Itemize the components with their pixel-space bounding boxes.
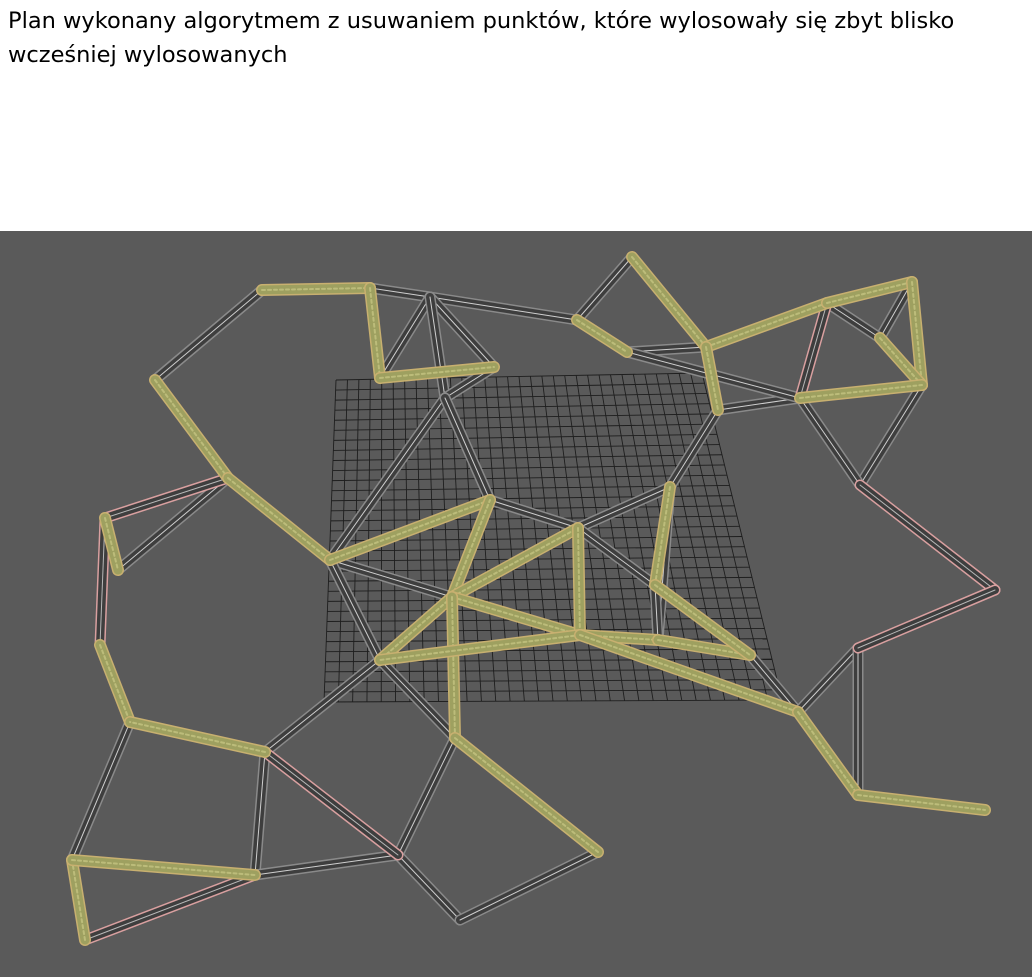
road-segment xyxy=(324,392,451,566)
road-segment xyxy=(449,732,604,858)
road-segment xyxy=(794,379,928,404)
road-segment xyxy=(66,854,91,946)
road-segment xyxy=(649,579,664,646)
road-segment xyxy=(626,251,712,353)
road-network-render xyxy=(66,251,1001,946)
road-segment xyxy=(664,404,724,493)
road-segment xyxy=(571,314,633,358)
road-segment xyxy=(124,716,271,758)
road-segment xyxy=(259,654,386,758)
road-segment xyxy=(906,276,928,391)
road-segment xyxy=(446,591,586,641)
road-segment xyxy=(364,282,386,384)
road-segment xyxy=(324,554,386,666)
road-segment xyxy=(821,297,886,344)
road-segment xyxy=(852,584,1001,654)
road-segment xyxy=(66,716,136,866)
road-segment xyxy=(574,629,804,718)
road-segment xyxy=(700,297,833,353)
road-segment xyxy=(259,746,404,861)
road-segment xyxy=(99,472,234,524)
road-segment xyxy=(374,629,586,666)
road-segment xyxy=(571,251,638,326)
road-segment xyxy=(424,291,583,326)
grid-line xyxy=(328,587,755,592)
road-segment xyxy=(374,361,500,384)
road-segment xyxy=(94,639,136,728)
road-segment xyxy=(374,654,461,744)
grid-line xyxy=(587,375,640,701)
road-segment xyxy=(852,789,991,816)
road-segment xyxy=(424,291,500,373)
road-segment xyxy=(446,494,496,603)
road-segment xyxy=(392,732,461,861)
road-segment xyxy=(364,282,436,303)
road-segment xyxy=(374,591,458,666)
3d-viewport[interactable] xyxy=(0,231,1032,977)
road-segment xyxy=(484,494,584,534)
road-segment xyxy=(652,634,756,661)
road-segment xyxy=(794,392,866,491)
road-segment xyxy=(572,522,661,591)
road-segment xyxy=(854,379,928,491)
road-segment xyxy=(446,591,461,744)
grid-line xyxy=(323,699,783,703)
road-segment xyxy=(794,297,833,404)
road-segment xyxy=(392,849,466,926)
road-segment xyxy=(324,554,458,603)
road-segment xyxy=(792,642,864,718)
grid-line xyxy=(327,597,758,602)
road-segment xyxy=(821,276,918,309)
road-segment xyxy=(744,649,804,718)
grid-line xyxy=(610,374,668,701)
road-segment xyxy=(649,579,756,661)
document-paragraph: Plan wykonany algorytmem z usuwaniem pun… xyxy=(8,8,955,68)
road-segment xyxy=(424,291,451,404)
road-segment xyxy=(700,341,724,416)
grid-line xyxy=(325,668,775,673)
road-segment xyxy=(249,849,404,881)
road-segment xyxy=(792,706,864,801)
grid-line xyxy=(329,556,748,562)
grid-line xyxy=(701,372,783,701)
road-segment xyxy=(374,291,436,384)
grid-line xyxy=(324,689,780,693)
road-segment xyxy=(572,481,676,534)
grid-line xyxy=(518,376,554,702)
road-segment xyxy=(324,494,496,566)
road-segment xyxy=(256,282,376,296)
road-segment xyxy=(149,374,234,484)
road-segment xyxy=(222,472,336,566)
road-segment xyxy=(249,746,271,881)
road-segment xyxy=(79,869,261,946)
road-segment xyxy=(439,392,496,506)
road-segment xyxy=(66,854,261,881)
road-segment xyxy=(454,846,604,926)
road-segment xyxy=(572,522,586,641)
grid-line xyxy=(598,374,654,701)
road-segment xyxy=(99,512,124,576)
road-segment xyxy=(874,276,918,344)
road-segment xyxy=(874,332,928,391)
road-segment xyxy=(112,472,234,576)
grid-line xyxy=(328,566,750,572)
road-segment xyxy=(649,481,676,591)
road-segment xyxy=(149,284,268,386)
road-segment xyxy=(446,522,584,603)
road-segment xyxy=(854,479,1001,596)
road-network xyxy=(66,251,1001,946)
